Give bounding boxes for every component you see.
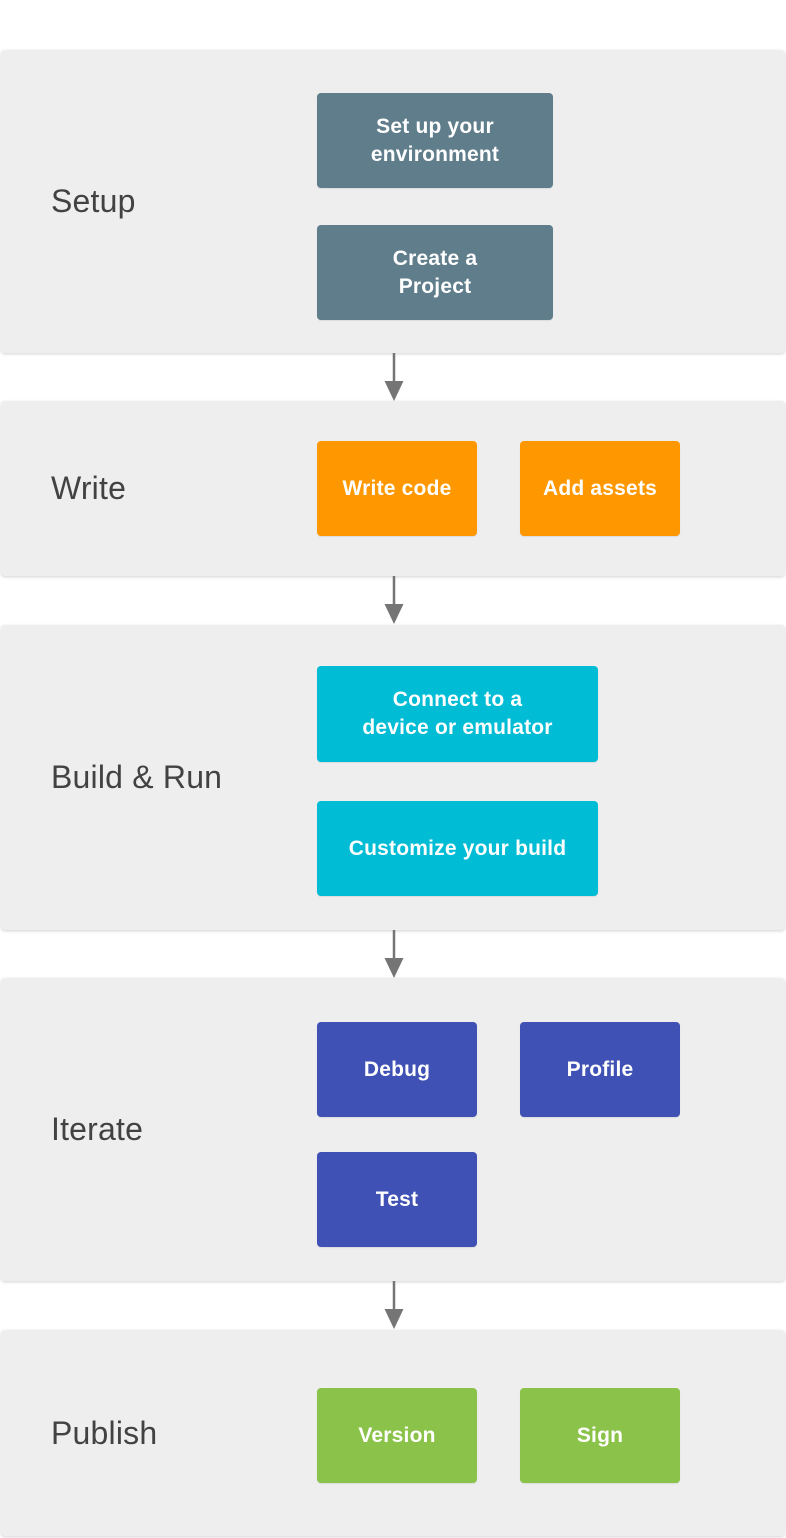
step-button-label: Debug [363, 1057, 431, 1081]
step-button-customize-build[interactable]: Customize your build [317, 801, 598, 896]
step-button-label: Set up your environment [370, 114, 500, 166]
flow-arrow-build-to-iterate [382, 930, 406, 978]
section-setup-label: Setup [51, 183, 136, 219]
step-button-test[interactable]: Test [317, 1152, 477, 1247]
flow-arrow-iterate-to-publish [382, 1281, 406, 1329]
arrow-down-icon [384, 930, 404, 978]
step-button-label: Version [358, 1423, 436, 1447]
section-build-run: Build & Run Connect to a device or emula… [1, 625, 785, 930]
step-button-label: Customize your build [348, 836, 567, 860]
section-setup: Setup Set up your environment Create a P… [1, 50, 785, 353]
section-publish: Publish Version Sign [1, 1330, 785, 1536]
arrow-down-icon [384, 353, 404, 401]
step-button-debug[interactable]: Debug [317, 1022, 477, 1117]
step-button-label: Profile [566, 1057, 634, 1081]
step-button-label: Connect to a device or emulator [362, 688, 553, 739]
step-button-profile[interactable]: Profile [520, 1022, 680, 1117]
step-button-label: Test [375, 1187, 419, 1211]
step-button-add-assets[interactable]: Add assets [520, 441, 680, 536]
section-iterate: Iterate Debug Profile Test [1, 978, 785, 1281]
section-write: Write Write code Add assets [1, 401, 785, 576]
section-publish-label: Publish [51, 1414, 158, 1451]
flow-arrow-write-to-build [382, 576, 406, 624]
section-write-label: Write [51, 470, 127, 506]
step-button-label: Sign [576, 1423, 624, 1447]
flow-arrow-setup-to-write [382, 353, 406, 401]
section-iterate-label: Iterate [51, 1111, 144, 1147]
step-button-label: Create a Project [392, 246, 478, 298]
step-button-create-project[interactable]: Create a Project [317, 225, 553, 320]
arrow-down-icon [384, 1281, 404, 1329]
step-button-label: Add assets [542, 476, 658, 500]
step-button-version[interactable]: Version [317, 1388, 477, 1483]
step-button-connect-device[interactable]: Connect to a device or emulator [317, 666, 598, 762]
step-button-label: Write code [342, 476, 452, 500]
step-button-sign[interactable]: Sign [520, 1388, 680, 1483]
section-build-run-label: Build & Run [51, 759, 223, 795]
step-button-write-code[interactable]: Write code [317, 441, 477, 536]
step-button-set-up-environment[interactable]: Set up your environment [317, 93, 553, 188]
arrow-down-icon [384, 576, 404, 624]
